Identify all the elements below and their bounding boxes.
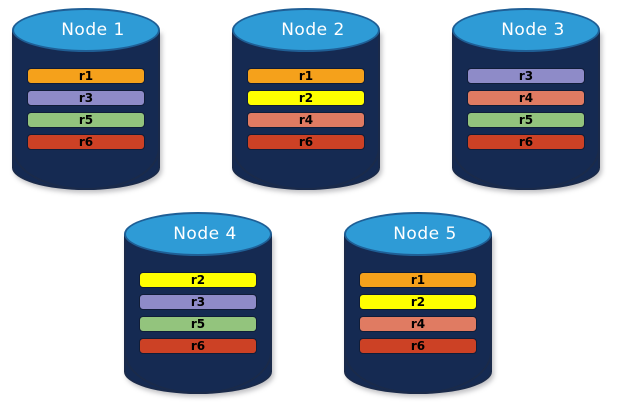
node-cylinder-3[interactable]: Node 3 r3 r4 r5 r6 bbox=[452, 8, 600, 190]
replica-bar-r6[interactable]: r6 bbox=[27, 134, 145, 150]
replica-bar-r5[interactable]: r5 bbox=[27, 112, 145, 128]
replica-bar-r5[interactable]: r5 bbox=[467, 112, 585, 128]
replica-bar-r6[interactable]: r6 bbox=[139, 338, 257, 354]
cylinder-bottom-ellipse bbox=[232, 148, 380, 190]
cylinder-top-ellipse: Node 2 bbox=[232, 8, 380, 52]
cylinder-bottom-ellipse bbox=[124, 352, 272, 394]
replica-bar-r1[interactable]: r1 bbox=[27, 68, 145, 84]
replica-bar-r2[interactable]: r2 bbox=[359, 294, 477, 310]
cylinder-body bbox=[232, 30, 380, 190]
replica-bar-r2[interactable]: r2 bbox=[139, 272, 257, 288]
replica-list: r1 r3 r5 r6 bbox=[12, 68, 160, 150]
cylinder-body bbox=[124, 234, 272, 394]
node-cylinder-4[interactable]: Node 4 r2 r3 r5 r6 bbox=[124, 212, 272, 394]
replica-list: r3 r4 r5 r6 bbox=[452, 68, 600, 150]
replica-bar-r3[interactable]: r3 bbox=[139, 294, 257, 310]
node-label: Node 5 bbox=[393, 224, 457, 244]
node-label: Node 4 bbox=[173, 224, 237, 244]
node-label: Node 2 bbox=[281, 20, 345, 40]
node-cylinder-2[interactable]: Node 2 r1 r2 r4 r6 bbox=[232, 8, 380, 190]
cylinder-body bbox=[344, 234, 492, 394]
node-cylinder-1[interactable]: Node 1 r1 r3 r5 r6 bbox=[12, 8, 160, 190]
node-cylinder-5[interactable]: Node 5 r1 r2 r4 r6 bbox=[344, 212, 492, 394]
replica-bar-r4[interactable]: r4 bbox=[359, 316, 477, 332]
replica-list: r2 r3 r5 r6 bbox=[124, 272, 272, 354]
replica-bar-r2[interactable]: r2 bbox=[247, 90, 365, 106]
cylinder-body bbox=[12, 30, 160, 190]
cylinder-body bbox=[452, 30, 600, 190]
replica-bar-r4[interactable]: r4 bbox=[247, 112, 365, 128]
replica-bar-r4[interactable]: r4 bbox=[467, 90, 585, 106]
replica-bar-r6[interactable]: r6 bbox=[359, 338, 477, 354]
replica-bar-r1[interactable]: r1 bbox=[359, 272, 477, 288]
replica-list: r1 r2 r4 r6 bbox=[344, 272, 492, 354]
cylinder-top-ellipse: Node 3 bbox=[452, 8, 600, 52]
replica-bar-r3[interactable]: r3 bbox=[467, 68, 585, 84]
cylinder-bottom-ellipse bbox=[452, 148, 600, 190]
cylinder-top-ellipse: Node 5 bbox=[344, 212, 492, 256]
cylinder-top-ellipse: Node 4 bbox=[124, 212, 272, 256]
replica-list: r1 r2 r4 r6 bbox=[232, 68, 380, 150]
cylinder-bottom-ellipse bbox=[12, 148, 160, 190]
replica-bar-r6[interactable]: r6 bbox=[247, 134, 365, 150]
node-label: Node 1 bbox=[61, 20, 125, 40]
cylinder-bottom-ellipse bbox=[344, 352, 492, 394]
replica-bar-r1[interactable]: r1 bbox=[247, 68, 365, 84]
replica-bar-r5[interactable]: r5 bbox=[139, 316, 257, 332]
replica-bar-r3[interactable]: r3 bbox=[27, 90, 145, 106]
replica-bar-r6[interactable]: r6 bbox=[467, 134, 585, 150]
cylinder-top-ellipse: Node 1 bbox=[12, 8, 160, 52]
node-label: Node 3 bbox=[501, 20, 565, 40]
